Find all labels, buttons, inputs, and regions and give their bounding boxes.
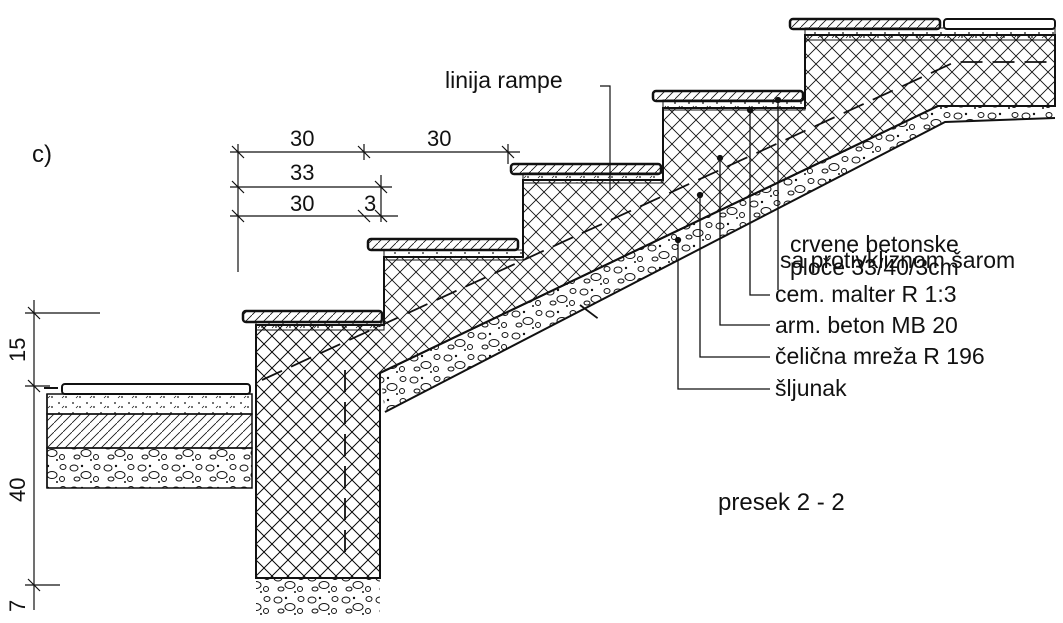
reinforced-concrete-body xyxy=(255,34,1056,579)
leader-lines xyxy=(674,96,782,390)
layer-label-plates-line3-visible: sa protivkliznom šarom xyxy=(780,247,1015,273)
dim-tread-c: 30 xyxy=(290,191,314,216)
dim-base-depth: 7 xyxy=(5,600,30,612)
dimension-lines xyxy=(25,85,611,610)
cement-mortar-layer xyxy=(255,27,1056,331)
dim-tread-with-nosing: 33 xyxy=(290,160,314,185)
landing-layers xyxy=(44,383,253,489)
dim-tread-a: 30 xyxy=(290,126,314,151)
dim-riser: 15 xyxy=(5,338,30,362)
layer-label-concrete: arm. beton MB 20 xyxy=(775,312,958,338)
steel-mesh-lines xyxy=(261,61,1055,560)
ramp-line-label: linija rampe xyxy=(445,67,563,93)
layer-label-mesh: čelična mreža R 196 xyxy=(775,343,985,369)
layer-label-gravel: šljunak xyxy=(775,375,847,401)
gravel-layer xyxy=(47,105,1056,616)
layer-label-plates-line2: ploče 33/40/3cm xyxy=(790,254,959,280)
section-title: presek 2 - 2 xyxy=(718,489,845,516)
layer-label-mortar: cem. malter R 1:3 xyxy=(775,281,957,307)
layer-label-plates-line1: crvene betonske xyxy=(790,231,959,257)
panel-letter: c) xyxy=(32,141,52,168)
dim-nosing: 3 xyxy=(364,191,376,216)
dim-tread-b: 30 xyxy=(427,126,451,151)
red-concrete-plates xyxy=(241,17,1056,324)
dim-slab-depth: 40 xyxy=(5,478,30,502)
